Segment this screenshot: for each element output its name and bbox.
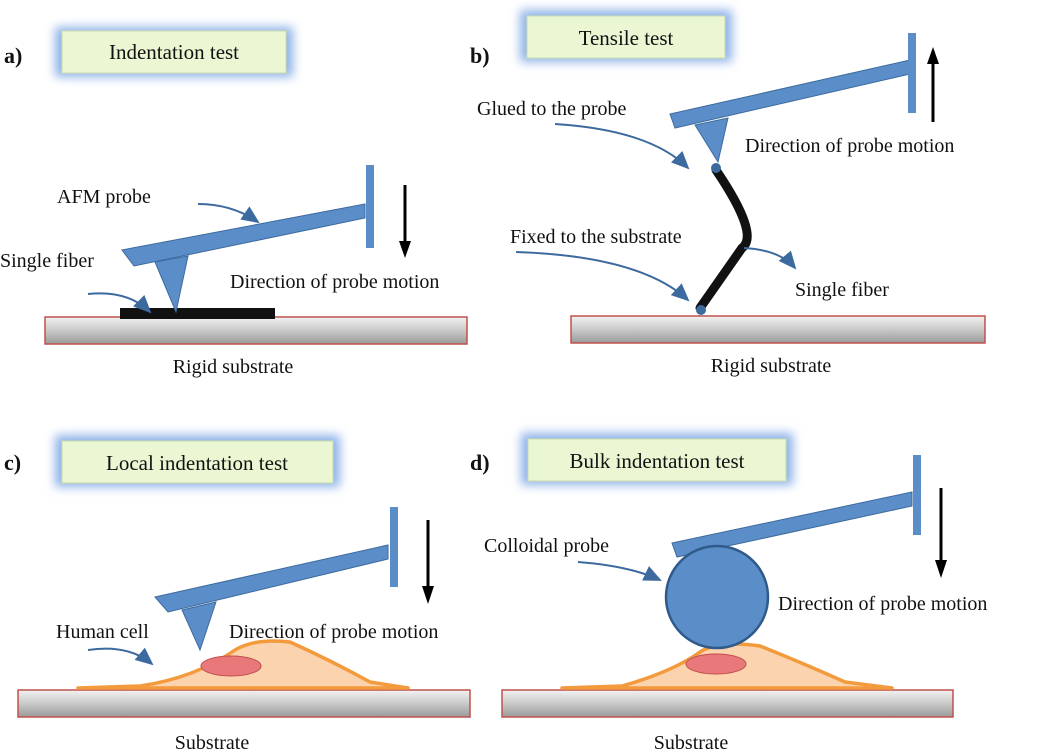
panel-a-substrate-label: Rigid substrate [173, 356, 294, 378]
panel-a-probe-pointer [197, 203, 260, 224]
panel-a-direction-arrowhead [399, 241, 411, 258]
panel-c-nucleus [200, 655, 262, 677]
panel-b-glue-bottom [696, 305, 706, 315]
panel-b-direction-arrowhead [927, 47, 939, 64]
panel-d-substrate [501, 689, 954, 718]
panel-b-fixed-pointer [515, 251, 690, 302]
panel-b-glued-label: Glued to the probe [477, 98, 627, 120]
panel-a-title: Indentation test [109, 40, 239, 64]
panel-c-afm-probe [154, 507, 398, 652]
panel-a-direction-label: Direction of probe motion [230, 271, 439, 293]
panel-d-probe-label: Colloidal probe [484, 535, 609, 557]
panel-c-substrate [17, 689, 471, 718]
panel-c-direction-label: Direction of probe motion [229, 621, 438, 643]
panel-b-glue-top [711, 163, 721, 173]
panel-d-substrate-label: Substrate [654, 732, 729, 754]
panel-d-afm-probe [671, 455, 921, 558]
panel-a-fiber-label: Single fiber [0, 250, 94, 272]
panel-a: a) Indentation test AFM probe Single fib… [0, 27, 468, 378]
panel-a-afm-probe [121, 165, 374, 314]
panel-b-glued-pointer [554, 123, 690, 170]
panel-d-direction-label: Direction of probe motion [778, 593, 987, 615]
panel-c-title: Local indentation test [106, 451, 288, 475]
panel-c-cell-label: Human cell [56, 621, 149, 643]
panel-a-substrate [44, 316, 468, 345]
panel-c-direction-arrowhead [422, 586, 434, 604]
panel-d-title: Bulk indentation test [570, 449, 745, 473]
panel-c: c) Local indentation test Human cell Dir… [4, 435, 471, 754]
panel-b-substrate [570, 315, 986, 344]
panel-c-letter: c) [4, 450, 21, 475]
panel-a-fiber [120, 308, 275, 319]
panel-d-nucleus [685, 653, 747, 675]
panel-b-fiber-pointer [743, 247, 797, 270]
panel-d-probe-pointer [577, 561, 662, 581]
panel-a-title-box: Indentation test [55, 27, 293, 77]
panel-b-substrate-label: Rigid substrate [711, 355, 832, 377]
panel-b-fiber [695, 165, 752, 313]
panel-b-afm-probe [669, 33, 916, 164]
panel-c-title-box: Local indentation test [55, 435, 340, 487]
panel-d-colloidal-sphere [664, 544, 770, 650]
panel-c-cell-pointer [87, 647, 154, 666]
panel-c-substrate-label: Substrate [175, 732, 250, 754]
panel-d-letter: d) [470, 450, 490, 475]
panel-d-title-box: Bulk indentation test [521, 433, 793, 485]
panel-a-letter: a) [4, 43, 22, 68]
panel-d: d) Bulk indentation test Colloidal probe… [470, 433, 987, 754]
panel-b-fixed-label: Fixed to the substrate [510, 226, 682, 248]
panel-a-fiber-pointer [87, 292, 152, 314]
panel-b: b) Tensile test Glued to the probe Direc… [470, 10, 986, 377]
panel-a-probe-label: AFM probe [57, 186, 151, 208]
panel-b-title-box: Tensile test [520, 10, 732, 62]
panel-b-direction-label: Direction of probe motion [745, 135, 954, 157]
panel-d-direction-arrowhead [935, 560, 947, 578]
panel-b-letter: b) [470, 43, 490, 68]
panel-b-title: Tensile test [579, 26, 674, 50]
panel-b-fiber-label: Single fiber [795, 279, 889, 301]
